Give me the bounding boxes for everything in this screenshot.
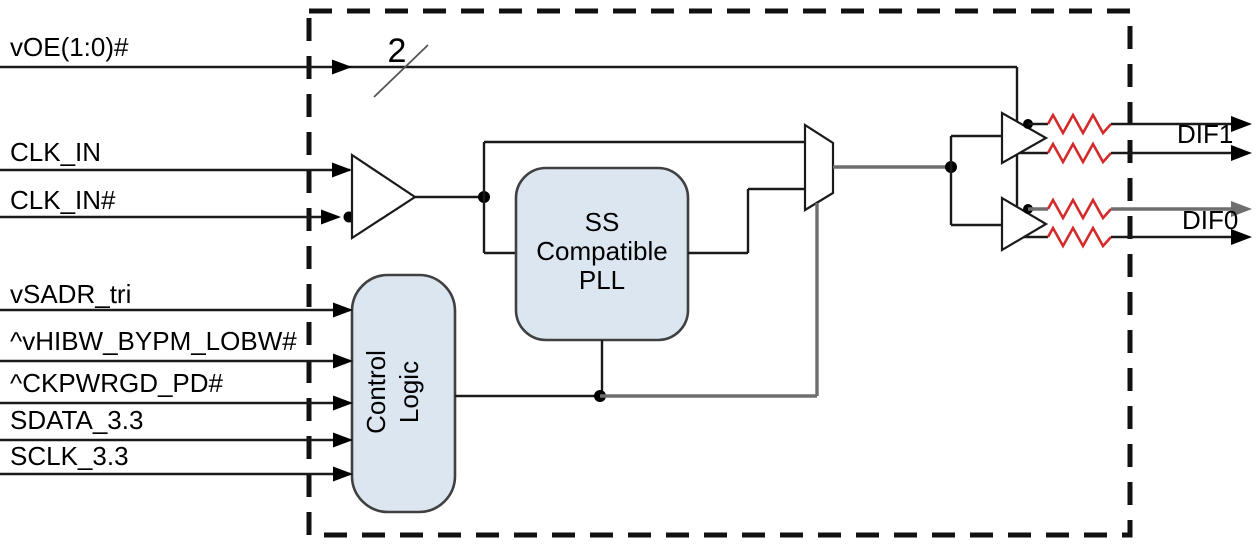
signal-label-vsadr-tri: vSADR_tri xyxy=(10,279,131,309)
bus-width-slash-icon xyxy=(373,44,429,98)
bus-width-annotation: 2 xyxy=(388,32,407,70)
control-logic-label-line2: Logic xyxy=(394,361,424,423)
output-dif0: DIF0 xyxy=(1024,197,1252,249)
dif1-comp-arrowhead-icon xyxy=(1231,145,1252,161)
signal-label-sdata: SDATA_3.3 xyxy=(10,405,143,435)
resistor-zigzag-icon xyxy=(1046,225,1112,249)
signal-clk-in: CLK_IN xyxy=(0,137,352,178)
input-buffer-triangle xyxy=(350,152,417,241)
dif1-true-arrowhead-icon xyxy=(1231,116,1252,132)
dif1-output-buffer-triangle xyxy=(1000,111,1049,165)
signal-label-voe: vOE(1:0)# xyxy=(10,32,129,62)
resistor-zigzag-icon xyxy=(1046,141,1112,165)
output-dif1: DIF1 xyxy=(1020,112,1252,165)
ckpwrgd-arrowhead-icon xyxy=(333,395,353,411)
signal-vsadr-tri: vSADR_tri xyxy=(0,279,353,318)
mux-trapezoid xyxy=(803,122,835,212)
voe-arrowhead-icon xyxy=(332,59,352,75)
pll-label-line1: SS xyxy=(585,207,620,237)
signal-label-clk-in: CLK_IN xyxy=(10,137,101,167)
signal-ckpwrgd-pd: ^CKPWRGD_PD# xyxy=(0,368,353,411)
signal-sdata: SDATA_3.3 xyxy=(0,405,353,448)
signal-sclk: SCLK_3.3 xyxy=(0,441,353,482)
control-logic-block: Control Logic xyxy=(350,273,457,514)
dif0-true-arrowhead-icon xyxy=(1231,201,1252,217)
output-label-dif1: DIF1 xyxy=(1177,119,1233,149)
control-logic-label-line1: Control xyxy=(361,350,391,434)
signal-vhibw-bypm-lobw: ^vHIBW_BYPM_LOBW# xyxy=(0,326,353,369)
signal-label-sclk: SCLK_3.3 xyxy=(10,441,129,471)
clk-in-n-arrowhead-icon xyxy=(321,209,341,225)
signal-label-ckpwrgd-pd: ^CKPWRGD_PD# xyxy=(10,368,224,398)
resistor-zigzag-icon xyxy=(1046,197,1112,221)
vhibw-arrowhead-icon xyxy=(333,353,353,369)
output-label-dif0: DIF0 xyxy=(1182,205,1238,235)
pll-label-line2: Compatible xyxy=(536,236,668,266)
clk-in-arrowhead-icon xyxy=(332,162,352,178)
signal-voe: 2 vOE(1:0)# xyxy=(0,32,1019,206)
pll-block: SS Compatible PLL xyxy=(514,166,690,342)
resistor-zigzag-icon xyxy=(1046,112,1112,136)
signal-label-vhibw-bypm-lobw: ^vHIBW_BYPM_LOBW# xyxy=(10,326,297,356)
pll-label-line3: PLL xyxy=(579,265,625,295)
chip-boundary-dashed-box xyxy=(306,8,1133,538)
dif0-output-buffer-triangle xyxy=(1000,196,1049,252)
dif0-comp-arrowhead-icon xyxy=(1231,229,1252,245)
sclk-arrowhead-icon xyxy=(333,466,353,482)
signal-clk-in-n: CLK_IN# xyxy=(0,185,355,225)
control-logic-box xyxy=(350,273,457,514)
vsadr-arrowhead-icon xyxy=(333,302,353,318)
signal-label-clk-in-n: CLK_IN# xyxy=(10,185,116,215)
sdata-arrowhead-icon xyxy=(333,432,353,448)
